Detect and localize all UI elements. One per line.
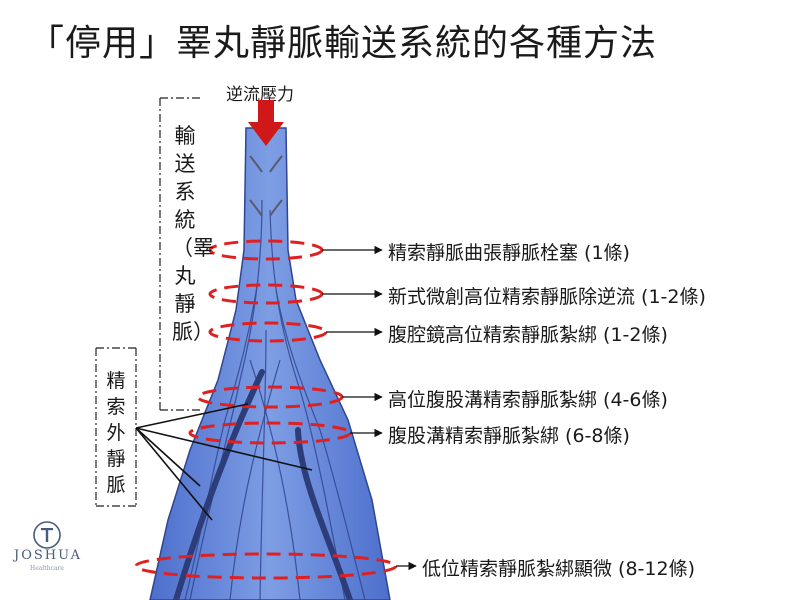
external-veins-label: 精索外靜脈 (106, 370, 126, 496)
procedure-label-6: 低位精索靜脈紮綁顯微 (8-12條) (422, 558, 695, 580)
transport-system-label: 輸送系統（睪丸靜脈） (172, 124, 214, 344)
joshua-logo-icon (33, 521, 61, 549)
external-bracket (95, 347, 137, 507)
logo-subtitle: Healthcare (30, 565, 64, 572)
transport-bracket (159, 97, 203, 411)
vein-trunk (149, 127, 391, 600)
procedure-label-2: 新式微創高位精索靜脈除逆流 (1-2條) (388, 286, 706, 308)
reflux-arrow (248, 100, 284, 146)
external-vein-strands (173, 369, 353, 600)
external-pointer-lines (135, 403, 313, 521)
reflux-pressure-label: 逆流壓力 (226, 85, 294, 105)
valve-icons (249, 155, 283, 217)
pointer-lines (322, 245, 417, 571)
procedure-label-3: 腹腔鏡高位精索靜脈紮綁 (1-2條) (388, 324, 668, 346)
procedure-label-1: 精索靜脈曲張靜脈栓塞 (1條) (388, 242, 630, 264)
logo-name: JOSHUA (14, 548, 83, 563)
procedure-label-4: 高位腹股溝精索靜脈紮綁 (4-6條) (388, 389, 668, 411)
procedure-label-5: 腹股溝精索靜脈紮綁 (6-8條) (388, 425, 630, 447)
page-title: 「停用」睪丸靜脈輸送系統的各種方法 (28, 23, 658, 64)
